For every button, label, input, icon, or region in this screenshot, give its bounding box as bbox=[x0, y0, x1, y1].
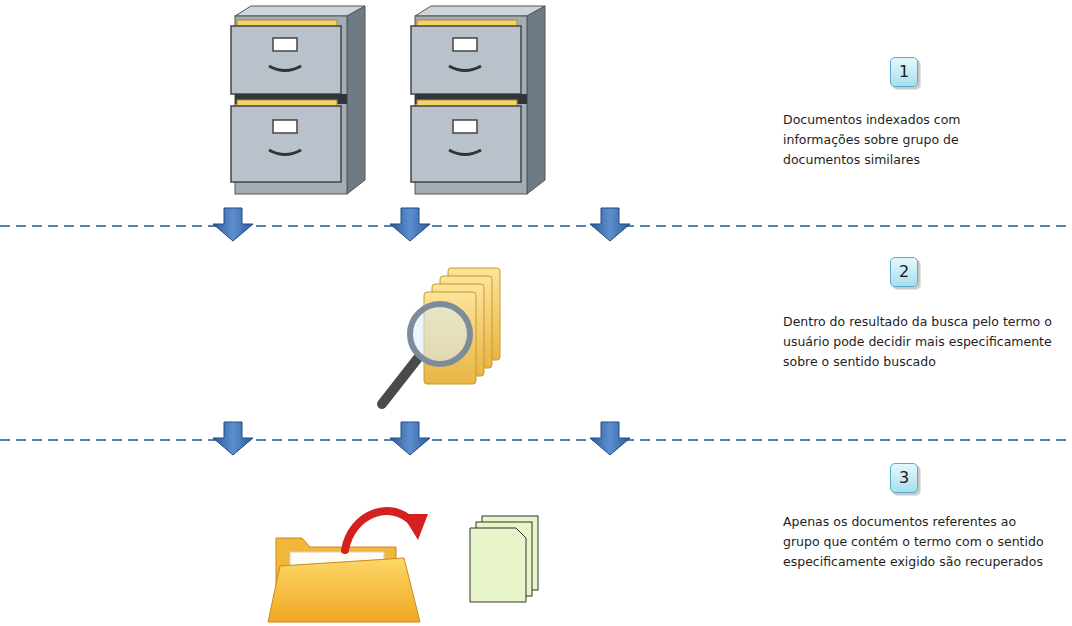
search-icon bbox=[382, 268, 500, 404]
callout-box: 2 bbox=[890, 257, 918, 287]
dashed-separators bbox=[0, 226, 1072, 440]
documents-icon bbox=[470, 516, 538, 602]
callout-box: 1 bbox=[890, 57, 918, 87]
callout-number: 2 bbox=[899, 264, 909, 280]
filing-cabinets bbox=[231, 6, 545, 194]
callout-number: 3 bbox=[899, 470, 909, 486]
step-description: Apenas os documentos referentes ao grupo… bbox=[783, 512, 1055, 572]
step-description: Dentro do resultado da busca pelo termo … bbox=[783, 312, 1055, 372]
down-arrows bbox=[213, 208, 630, 455]
step-description: Documentos indexados com informações sob… bbox=[783, 110, 1018, 170]
open-folder-icon bbox=[268, 511, 428, 622]
callout-number: 1 bbox=[899, 64, 909, 80]
callout-box: 3 bbox=[890, 463, 918, 493]
